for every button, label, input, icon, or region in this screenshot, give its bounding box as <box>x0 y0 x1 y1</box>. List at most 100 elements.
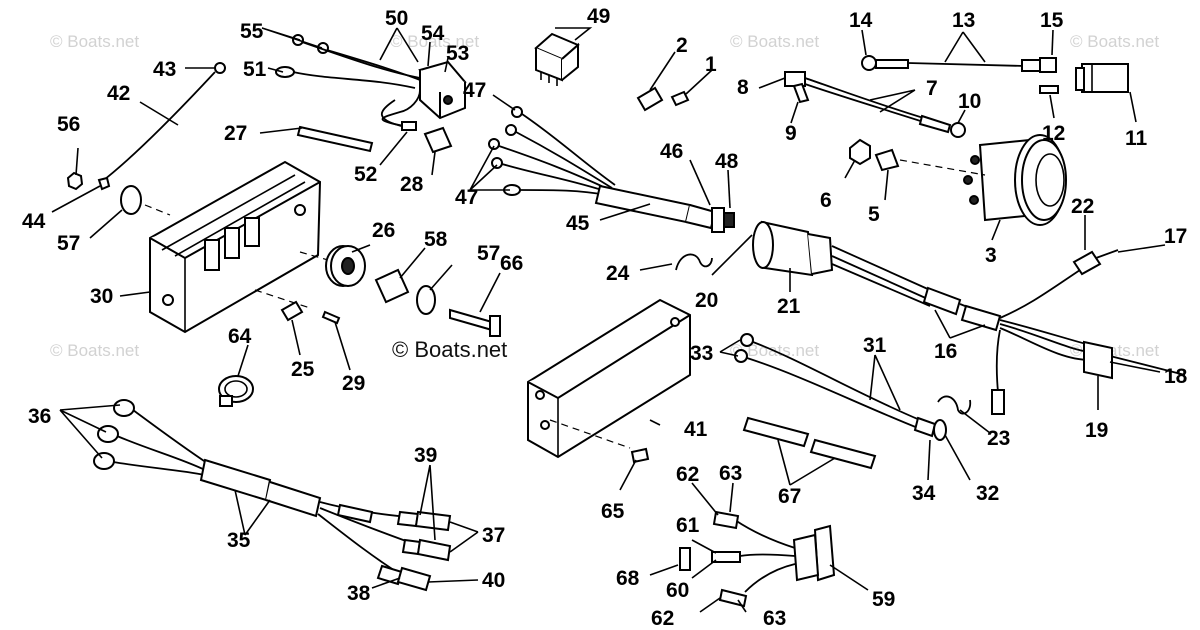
screw-1 <box>670 90 690 107</box>
callout-label: 56 <box>57 113 80 136</box>
callout-label: 47 <box>463 79 486 102</box>
callout-label: 31 <box>863 334 887 357</box>
callout-label: 43 <box>153 58 176 81</box>
sleeve-67a <box>742 416 810 448</box>
callout-label: 23 <box>987 427 1010 450</box>
callout-label: 54 <box>421 22 445 45</box>
relay-connector-54 <box>418 60 467 120</box>
callout-label: 38 <box>347 582 371 605</box>
rod-27 <box>296 125 374 153</box>
callout-label: 51 <box>243 58 267 81</box>
cable-31 <box>734 333 947 441</box>
callout-label: 35 <box>227 529 251 552</box>
callout-label: 25 <box>291 358 315 381</box>
pin-68 <box>679 547 691 571</box>
callout-label: 15 <box>1040 9 1064 32</box>
connector-59 <box>711 510 836 608</box>
callout-label: 18 <box>1164 365 1188 388</box>
callout-label: 65 <box>601 500 625 523</box>
callout-label: 13 <box>952 9 975 32</box>
callout-label: 6 <box>820 189 832 212</box>
callout-label: 50 <box>385 7 408 30</box>
callout-label: 26 <box>372 219 395 242</box>
eyelet-43 <box>214 62 226 74</box>
callout-label: 49 <box>587 5 610 28</box>
watermark: © Boats.net <box>50 32 139 51</box>
callout-label: 17 <box>1164 225 1187 248</box>
ground-strap-42 <box>99 71 216 184</box>
cable-7 <box>784 71 966 138</box>
callout-label-dup: 62 <box>651 607 674 630</box>
washer-57b <box>416 285 436 315</box>
callout-label: 8 <box>737 76 749 99</box>
bulb-5 <box>874 148 900 172</box>
callout-label: 44 <box>22 210 46 233</box>
nut-6 <box>849 138 871 166</box>
callout-label: 63 <box>719 462 742 485</box>
callout-label: 52 <box>354 163 377 186</box>
callout-label: 16 <box>934 340 957 363</box>
relay-49 <box>534 32 580 86</box>
callout-label: 1 <box>705 53 717 76</box>
callout-label: 57 <box>57 232 80 255</box>
callout-label: 61 <box>676 514 700 537</box>
callout-label: 41 <box>684 418 708 441</box>
watermark: © Boats.net <box>390 32 479 51</box>
connector-28 <box>423 126 453 154</box>
plug-21 <box>752 220 931 307</box>
cable-13 <box>861 55 1057 73</box>
callout-label: 22 <box>1071 195 1094 218</box>
callout-labels: 1 2 3 5 6 7 8 9 10 11 12 13 14 15 16 17 … <box>22 5 1188 630</box>
clip-24 <box>675 253 713 271</box>
callout-label: 9 <box>785 122 797 145</box>
callout-label: 28 <box>400 173 424 196</box>
screw-29 <box>321 310 341 325</box>
callout-label: 11 <box>1125 127 1148 150</box>
callout-label-dup: 57 <box>477 242 500 265</box>
grommet-26 <box>325 245 366 287</box>
callout-label: 19 <box>1085 419 1108 442</box>
harness-35 <box>93 399 452 592</box>
cable-16 <box>922 269 1186 415</box>
callout-label-dup: 47 <box>455 186 478 209</box>
callout-label: 24 <box>606 262 630 285</box>
leader-lines <box>51 27 1166 613</box>
callout-label: 66 <box>500 252 523 275</box>
callout-label: 45 <box>566 212 590 235</box>
panel-41 <box>527 298 691 459</box>
terminal-44 <box>97 176 111 191</box>
clip-25 <box>280 300 304 322</box>
sleeve-67b <box>809 438 877 470</box>
terminal-22 <box>1072 249 1119 276</box>
callout-label: 39 <box>414 444 437 467</box>
callout-label: 40 <box>482 569 505 592</box>
harness-47 <box>488 106 616 196</box>
callout-label: 48 <box>715 150 739 173</box>
callout-label-dup: 63 <box>763 607 786 630</box>
callout-label: 3 <box>985 244 997 267</box>
callout-label: 58 <box>424 228 448 251</box>
callout-label: 37 <box>482 524 505 547</box>
callout-label: 14 <box>849 9 873 32</box>
callout-label: 27 <box>224 122 247 145</box>
clamp-64 <box>218 375 254 407</box>
callout-label: 30 <box>90 285 113 308</box>
nut-56 <box>66 171 84 191</box>
callout-label: 32 <box>976 482 999 505</box>
washer-57 <box>120 185 142 215</box>
callout-label: 7 <box>926 77 938 100</box>
callout-label: 42 <box>107 82 130 105</box>
bolt-head-66 <box>489 315 501 337</box>
callout-label: 67 <box>778 485 801 508</box>
callout-label: 2 <box>676 34 688 57</box>
gauge-3 <box>963 134 1067 226</box>
watermark: © Boats.net <box>50 341 139 360</box>
electrical-box-30 <box>144 160 336 334</box>
callout-label: 10 <box>958 90 981 113</box>
cable-45 <box>594 184 735 233</box>
callout-label: 59 <box>872 588 895 611</box>
callout-label: 5 <box>868 203 880 226</box>
bolt-66 <box>449 308 493 332</box>
main-watermark: © Boats.net <box>392 337 507 362</box>
